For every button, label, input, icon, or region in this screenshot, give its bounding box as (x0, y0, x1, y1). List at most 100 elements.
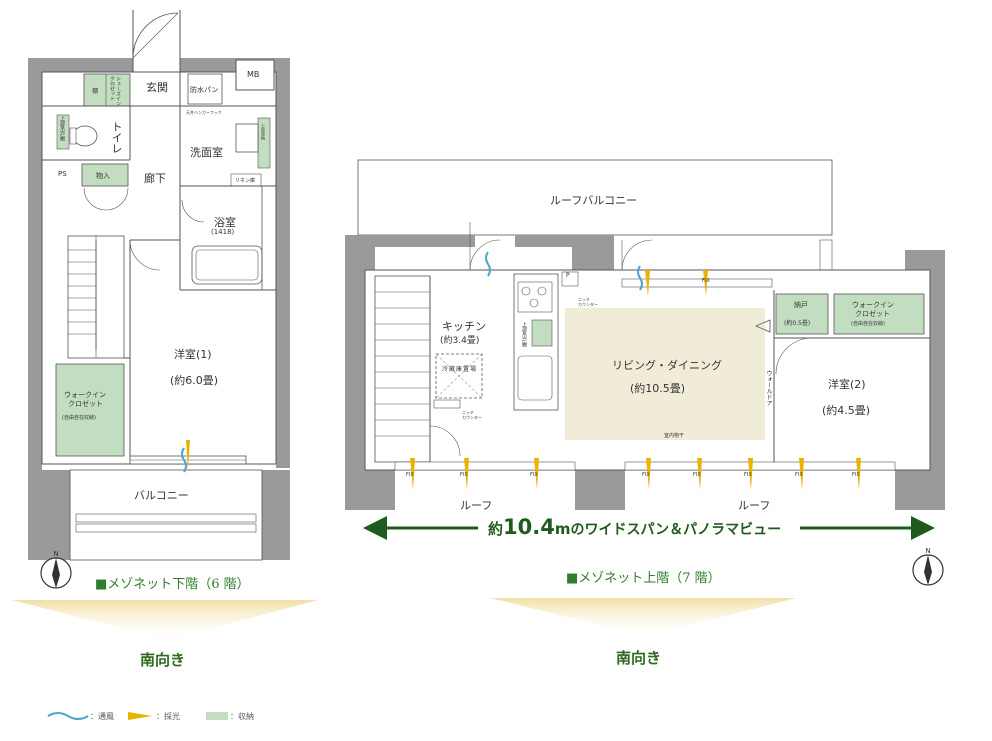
living-size-label: (約10.5畳) (630, 382, 686, 395)
linen-label: リネン庫 (235, 178, 256, 184)
closet-size-label: (約0.5畳) (784, 320, 811, 327)
lower-right-wall (276, 58, 290, 468)
upper-western-size-label: (約4.5畳) (822, 404, 871, 417)
waterproof-pan-label: 防水パン (190, 86, 219, 94)
lower-western-size-label: (約6.0畳) (170, 374, 219, 387)
roof-balcony (357, 159, 833, 236)
lower-floor-caption: ■メゾネット下階（6 階） (95, 577, 250, 592)
lower-mb-label: MB (247, 70, 260, 79)
living-label: リビング・ダイニング (612, 359, 722, 372)
lower-compass: N (40, 550, 72, 589)
fix-label-4: FIX (642, 472, 650, 478)
shoe-closet (83, 73, 131, 107)
lower-facing-gradient (12, 600, 318, 640)
roof-label-right: ルーフ (738, 499, 771, 512)
fix-label-6: FIX (744, 472, 752, 478)
legend-wind-swatch (47, 712, 89, 720)
upper-facing-gradient (490, 598, 796, 636)
kitchen-size-label: (約3.4畳) (440, 336, 480, 346)
lower-ps-label: PS (58, 170, 67, 178)
upper-floor-plan (345, 159, 945, 510)
wide-span-unit: m (554, 520, 571, 538)
upper-wic-note: (自由自在収納) (851, 321, 885, 327)
indoor-dryer-label: 室内物干 (664, 433, 685, 439)
upper-wic-line1: ウォークイン (852, 301, 894, 309)
svg-text:N: N (925, 547, 930, 555)
niche-counter-label-kitchen: ニッチ カウンター (462, 410, 482, 420)
storage-label: 物入 (96, 172, 110, 180)
storage-closet (81, 163, 129, 187)
closet-label: 納戸 (794, 301, 808, 309)
wall-door-label: ウォールドア (765, 370, 772, 406)
shoe-closet-label: シューズイン クロゼット (109, 76, 121, 106)
fix-label-8: FIX (852, 472, 860, 478)
upper-walk-in-closet (833, 293, 925, 335)
washroom-upper-storage-label: 上部収納 (261, 124, 266, 140)
upper-wind-marker-living (637, 265, 643, 291)
lower-wic-line2: クロゼット (68, 400, 103, 408)
lower-facing-label: 南向き (140, 651, 186, 669)
lower-light-marker (186, 440, 190, 470)
lower-bathroom-label: 浴室 (214, 216, 236, 229)
legend-light-swatch (128, 712, 152, 720)
fix-label-5: FIX (693, 472, 701, 478)
legend-storage-label: ：収納 (230, 712, 254, 721)
lower-floor-plan (28, 10, 290, 561)
shelf-label: 棚 (92, 88, 99, 95)
living-dining-area (565, 308, 765, 440)
roof-balcony-label: ルーフバルコニー (550, 194, 638, 207)
legend-wind-label: ：通風 (90, 712, 114, 721)
wide-span-prefix: 約 (488, 520, 504, 538)
upper-stairs (374, 275, 431, 463)
lower-walk-in-closet (55, 363, 125, 457)
lower-wic-line1: ウォークイン (64, 391, 106, 399)
legend-light-label: ：採光 (156, 712, 180, 721)
wide-span-value: 10.4 (503, 515, 555, 539)
kitchen-sink (517, 355, 553, 401)
fix-label-2: FIX (460, 472, 468, 478)
lower-toilet-label: トイレ (110, 121, 123, 154)
wide-span-label: 約10.4mのワイドスパン＆パノラマビュー (488, 515, 781, 539)
svg-text:N: N (53, 550, 58, 558)
fix-label-1: FIX (406, 472, 414, 478)
upper-western-room-label: 洋室(2) (828, 378, 866, 391)
lower-left-wall (28, 58, 42, 488)
bathtub (191, 245, 263, 285)
lower-balcony-label: バルコニー (134, 489, 189, 502)
upper-compass: N (912, 547, 944, 586)
upper-light-marker-top-2 (703, 270, 708, 296)
waterproof-pan (187, 73, 223, 105)
lower-washroom-label: 洗面室 (190, 146, 223, 159)
upper-wic-line2: クロゼット (855, 310, 890, 318)
toilet-bowl (72, 125, 98, 147)
kitchen-label: キッチン (442, 320, 486, 333)
lower-wind-marker (181, 447, 187, 473)
fix-label-3: FIX (530, 472, 538, 478)
lower-top-wall-left (28, 58, 133, 72)
storage-closet-nando (775, 293, 829, 335)
upper-wind-marker-kitchen (485, 251, 491, 277)
legend-storage-swatch (206, 712, 228, 720)
roof-label-left: ルーフ (460, 499, 493, 512)
lower-corridor-label: 廊下 (144, 172, 166, 185)
upper-facing-label: 南向き (616, 649, 662, 667)
p-label: P (566, 272, 570, 279)
upper-floor-caption: ■メゾネット上階（7 階） (566, 571, 721, 586)
toilet-upper-shelf (56, 114, 70, 150)
lower-wic-note: (自由自在収納) (62, 415, 96, 421)
washbasin (235, 123, 259, 153)
fridge-label: 冷蔵庫置場 (442, 366, 478, 373)
niche-counter-label-top: ニッチ カウンター (578, 297, 598, 307)
kitchen-upper-shelf-label: 上部吊戸棚 (521, 322, 527, 347)
toilet-upper-shelf-label: 上部吊戸棚 (59, 116, 65, 141)
hanger-hook-label: 天井ハンガーフック (186, 110, 222, 115)
fix-label-top: FIX (702, 278, 710, 284)
wide-span-suffix: のワイドスパン＆パノラマビュー (570, 522, 782, 538)
lower-western-room-label: 洋室(1) (174, 348, 212, 361)
lower-entrance-label: 玄関 (146, 81, 168, 94)
upper-light-markers-bottom (410, 458, 861, 490)
upper-light-marker-top-1 (645, 270, 650, 296)
lower-bath-size-label: (1418) (211, 228, 235, 236)
